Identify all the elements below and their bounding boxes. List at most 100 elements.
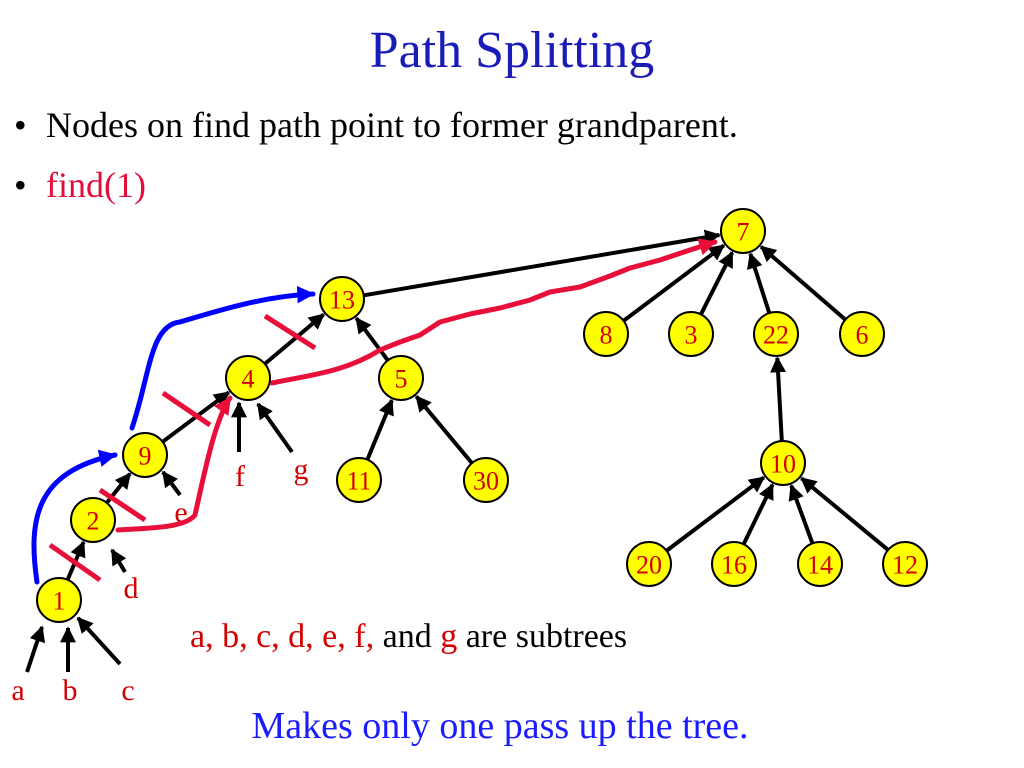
subtrees-and: and <box>382 618 432 655</box>
cut-mark-1-2 <box>48 542 102 583</box>
bullet-item: •find(1) <box>14 165 146 206</box>
cut-marks <box>48 313 317 583</box>
subtree-label-a: a <box>11 674 24 707</box>
node-label: 30 <box>473 467 499 496</box>
tree-node-8: 8 <box>583 311 629 357</box>
tree-node-7: 7 <box>720 208 766 254</box>
node-circle <box>668 311 714 357</box>
node-circle <box>839 311 885 357</box>
node-label: 16 <box>721 551 747 580</box>
subtree-edge-g <box>256 402 294 454</box>
tree-edge-5-to-13 <box>354 316 390 362</box>
node-label: 9 <box>139 442 152 471</box>
node-circle <box>336 457 382 503</box>
cut-mark-9-4 <box>161 390 212 428</box>
tree-edge-22-to-7 <box>747 252 772 314</box>
node-circle <box>70 497 116 543</box>
node-circle <box>36 577 82 623</box>
node-label: 4 <box>242 365 255 394</box>
node-label: 11 <box>346 467 371 496</box>
tree-edge-3-to-7 <box>699 250 734 316</box>
tree-node-13: 13 <box>319 276 365 322</box>
node-circle <box>378 355 424 401</box>
tree-edge-4-to-13 <box>263 312 325 366</box>
node-label: 14 <box>807 551 833 580</box>
subtrees-g: g <box>440 618 458 655</box>
node-label: 3 <box>685 321 698 350</box>
node-circle <box>760 440 806 486</box>
subtree-label-g: g <box>294 453 309 486</box>
tree-nodes: 7 13 8 3 22 6 4 5 9 11 30 10 2 1 20 16 14 12 <box>36 208 928 623</box>
summary-text: Makes only one pass up the tree. <box>251 705 749 747</box>
tree-edge-12-to-10 <box>800 476 890 552</box>
tree-edge-10-to-22 <box>770 356 787 442</box>
subtree-label-d: d <box>124 572 139 605</box>
tree-edge-13-to-7 <box>363 229 721 298</box>
node-label: 2 <box>87 507 100 536</box>
tree-node-1: 1 <box>36 577 82 623</box>
tree-node-2: 2 <box>70 497 116 543</box>
tree-node-30: 30 <box>463 457 509 503</box>
subtree-edge-d <box>110 548 127 574</box>
tree-edge-16-to-10 <box>741 483 775 546</box>
node-circle <box>583 311 629 357</box>
bullet-dot: • <box>14 105 27 145</box>
tree-node-3: 3 <box>668 311 714 357</box>
node-circle <box>711 541 757 587</box>
bullet-text-find-call: find(1) <box>46 165 146 205</box>
subtrees-note: a, b, c, d, e, f, and g are subtrees <box>190 618 627 656</box>
subtree-edge-e <box>161 470 182 497</box>
tree-edge-11-to-5 <box>365 398 394 461</box>
cut-mark-2-9 <box>98 487 147 523</box>
tree-node-16: 16 <box>711 541 757 587</box>
tree-edges <box>65 229 890 581</box>
tree-node-11: 11 <box>336 457 382 503</box>
node-label: 5 <box>395 365 408 394</box>
subtree-edge-a <box>25 625 46 673</box>
tree-node-5: 5 <box>378 355 424 401</box>
subtree-label-b: b <box>63 674 78 707</box>
node-circle <box>720 208 766 254</box>
subtrees-list: a, b, c, d, e, f, <box>190 618 375 655</box>
node-label: 1 <box>53 587 66 616</box>
bullet-item: • Nodes on find path point to former gran… <box>14 105 738 146</box>
node-label: 22 <box>763 321 789 350</box>
node-label: 6 <box>856 321 869 350</box>
new-pointer-1-to-9 <box>31 449 118 585</box>
node-label: 13 <box>329 286 355 315</box>
tree-node-14: 14 <box>797 541 843 587</box>
tree-edge-14-to-10 <box>788 484 815 545</box>
new-pointer-2-to-4 <box>115 395 233 533</box>
node-label: 12 <box>892 551 918 580</box>
tree-node-22: 22 <box>753 311 799 357</box>
node-circle <box>122 432 168 478</box>
node-label: 20 <box>636 551 662 580</box>
tree-edge-6-to-7 <box>759 245 847 322</box>
node-circle <box>753 311 799 357</box>
subtree-label-f: f <box>235 460 245 493</box>
find-path-pointers <box>31 238 718 585</box>
tree-node-6: 6 <box>839 311 885 357</box>
new-pointer-9-to-13 <box>129 285 316 431</box>
tree-node-9: 9 <box>122 432 168 478</box>
node-label: 8 <box>600 321 613 350</box>
bullet-text: Nodes on find path point to former grand… <box>46 105 738 145</box>
new-pointer-4-to-7 <box>269 238 718 386</box>
node-circle <box>225 355 271 401</box>
subtree-label-c: c <box>121 674 134 707</box>
tree-node-10: 10 <box>760 440 806 486</box>
node-label: 7 <box>737 218 750 247</box>
slide-title: Path Splitting <box>369 22 655 79</box>
tree-edge-30-to-5 <box>414 395 474 465</box>
node-circle <box>797 541 843 587</box>
node-circle <box>463 457 509 503</box>
subtree-edge-c <box>76 616 122 666</box>
tree-node-12: 12 <box>882 541 928 587</box>
node-circle <box>319 276 365 322</box>
tree-edge-8-to-7 <box>622 243 726 323</box>
node-circle <box>882 541 928 587</box>
tree-node-4: 4 <box>225 355 271 401</box>
node-label: 10 <box>770 450 796 479</box>
